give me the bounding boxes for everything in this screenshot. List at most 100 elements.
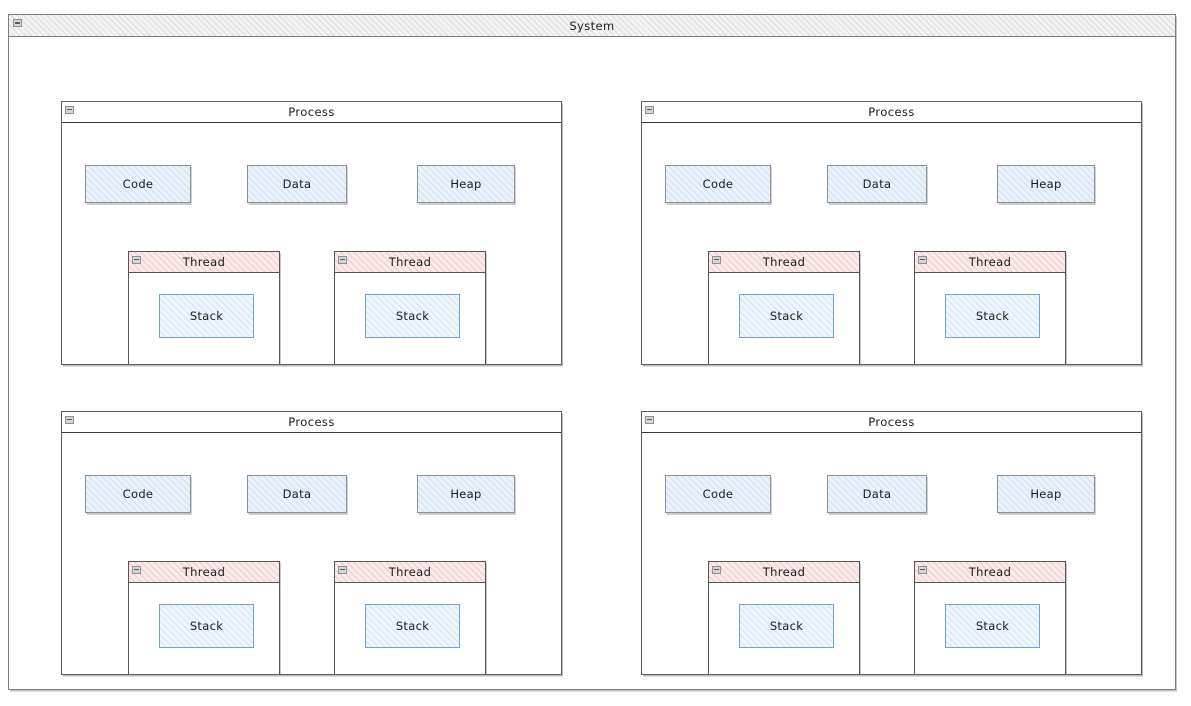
stack-box[interactable]: Stack	[945, 604, 1040, 648]
minimize-dash	[920, 258, 925, 261]
stack-box[interactable]: Stack	[739, 294, 834, 338]
process-body-1: Code Data Heap Thread	[642, 123, 1141, 364]
stack-label: Stack	[395, 619, 430, 633]
stack-box[interactable]: Stack	[159, 294, 254, 338]
segment-heap-3[interactable]: Heap	[997, 475, 1096, 515]
stack-label: Stack	[975, 309, 1010, 323]
segment-label: Code	[122, 487, 154, 501]
thread-title: Thread	[762, 565, 806, 579]
thread-body: Stack	[709, 273, 859, 364]
thread-window-0-0: Thread Stack	[128, 251, 280, 364]
minimize-dash	[67, 418, 72, 421]
segment-label: Code	[122, 177, 154, 191]
process-body-0: Code Data Heap Thread	[62, 123, 561, 364]
thread-window-2-1: Thread Stack	[334, 561, 486, 674]
segment-label: Data	[282, 177, 312, 191]
minimize-icon[interactable]	[65, 415, 74, 424]
thread-titlebar: Thread	[709, 252, 859, 273]
thread-window-3-0: Thread Stack	[708, 561, 860, 674]
minimize-dash	[647, 108, 652, 111]
segment-label: Heap	[450, 177, 482, 191]
minimize-icon[interactable]	[132, 255, 141, 264]
segment-code-0[interactable]: Code	[85, 165, 192, 205]
thread-titlebar: Thread	[915, 562, 1065, 583]
segment-heap-2[interactable]: Heap	[417, 475, 516, 515]
minimize-icon[interactable]	[645, 105, 654, 114]
stack-label: Stack	[189, 619, 224, 633]
process-title-0: Process	[288, 105, 335, 119]
thread-titlebar: Thread	[129, 562, 279, 583]
minimize-icon[interactable]	[65, 105, 74, 114]
minimize-icon[interactable]	[918, 255, 927, 264]
process-body-2: Code Data Heap Thread	[62, 433, 561, 674]
segment-label: Heap	[450, 487, 482, 501]
minimize-dash	[67, 108, 72, 111]
minimize-dash	[340, 568, 345, 571]
segment-code-1[interactable]: Code	[665, 165, 772, 205]
thread-title: Thread	[388, 255, 432, 269]
process-window-1: Process Code Data Heap	[641, 101, 1142, 365]
thread-body: Stack	[915, 273, 1065, 364]
thread-body: Stack	[335, 273, 485, 364]
stack-label: Stack	[395, 309, 430, 323]
segment-label: Data	[862, 177, 892, 191]
stack-box[interactable]: Stack	[365, 294, 460, 338]
minimize-icon[interactable]	[918, 565, 927, 574]
stack-label: Stack	[769, 309, 804, 323]
segment-label: Data	[862, 487, 892, 501]
process-title-1: Process	[868, 105, 915, 119]
thread-body: Stack	[129, 273, 279, 364]
minimize-dash	[647, 418, 652, 421]
thread-window-0-1: Thread Stack	[334, 251, 486, 364]
process-body-3: Code Data Heap Thread	[642, 433, 1141, 674]
segment-code-2[interactable]: Code	[85, 475, 192, 515]
process-window-2: Process Code Data Heap	[61, 411, 562, 675]
stack-box[interactable]: Stack	[159, 604, 254, 648]
segment-label: Data	[282, 487, 312, 501]
minimize-icon[interactable]	[338, 565, 347, 574]
thread-titlebar: Thread	[915, 252, 1065, 273]
stack-box[interactable]: Stack	[945, 294, 1040, 338]
segment-data-0[interactable]: Data	[247, 165, 348, 205]
minimize-dash	[920, 568, 925, 571]
thread-title: Thread	[968, 565, 1012, 579]
minimize-dash	[714, 568, 719, 571]
thread-body: Stack	[335, 583, 485, 674]
segment-data-1[interactable]: Data	[827, 165, 928, 205]
process-window-0: Process Code Data Heap	[61, 101, 562, 365]
process-title-3: Process	[868, 415, 915, 429]
minimize-icon[interactable]	[338, 255, 347, 264]
stack-box[interactable]: Stack	[739, 604, 834, 648]
segment-heap-0[interactable]: Heap	[417, 165, 516, 205]
thread-body: Stack	[915, 583, 1065, 674]
minimize-dash	[340, 258, 345, 261]
minimize-icon[interactable]	[645, 415, 654, 424]
segment-data-3[interactable]: Data	[827, 475, 928, 515]
segment-heap-1[interactable]: Heap	[997, 165, 1096, 205]
thread-body: Stack	[129, 583, 279, 674]
thread-titlebar: Thread	[709, 562, 859, 583]
thread-window-2-0: Thread Stack	[128, 561, 280, 674]
thread-titlebar: Thread	[335, 562, 485, 583]
segment-label: Code	[702, 487, 734, 501]
process-titlebar-3: Process	[642, 412, 1141, 433]
thread-titlebar: Thread	[335, 252, 485, 273]
segment-label: Heap	[1030, 177, 1062, 191]
system-titlebar: System	[9, 15, 1175, 37]
minimize-icon[interactable]	[712, 255, 721, 264]
minimize-icon[interactable]	[13, 19, 22, 27]
segment-data-2[interactable]: Data	[247, 475, 348, 515]
minimize-icon[interactable]	[132, 565, 141, 574]
stack-box[interactable]: Stack	[365, 604, 460, 648]
thread-title: Thread	[182, 565, 226, 579]
minimize-icon[interactable]	[712, 565, 721, 574]
thread-title: Thread	[388, 565, 432, 579]
system-body: Process Code Data Heap	[9, 37, 1175, 689]
stack-label: Stack	[769, 619, 804, 633]
thread-title: Thread	[762, 255, 806, 269]
thread-title: Thread	[182, 255, 226, 269]
process-title-2: Process	[288, 415, 335, 429]
segment-code-3[interactable]: Code	[665, 475, 772, 515]
thread-title: Thread	[968, 255, 1012, 269]
